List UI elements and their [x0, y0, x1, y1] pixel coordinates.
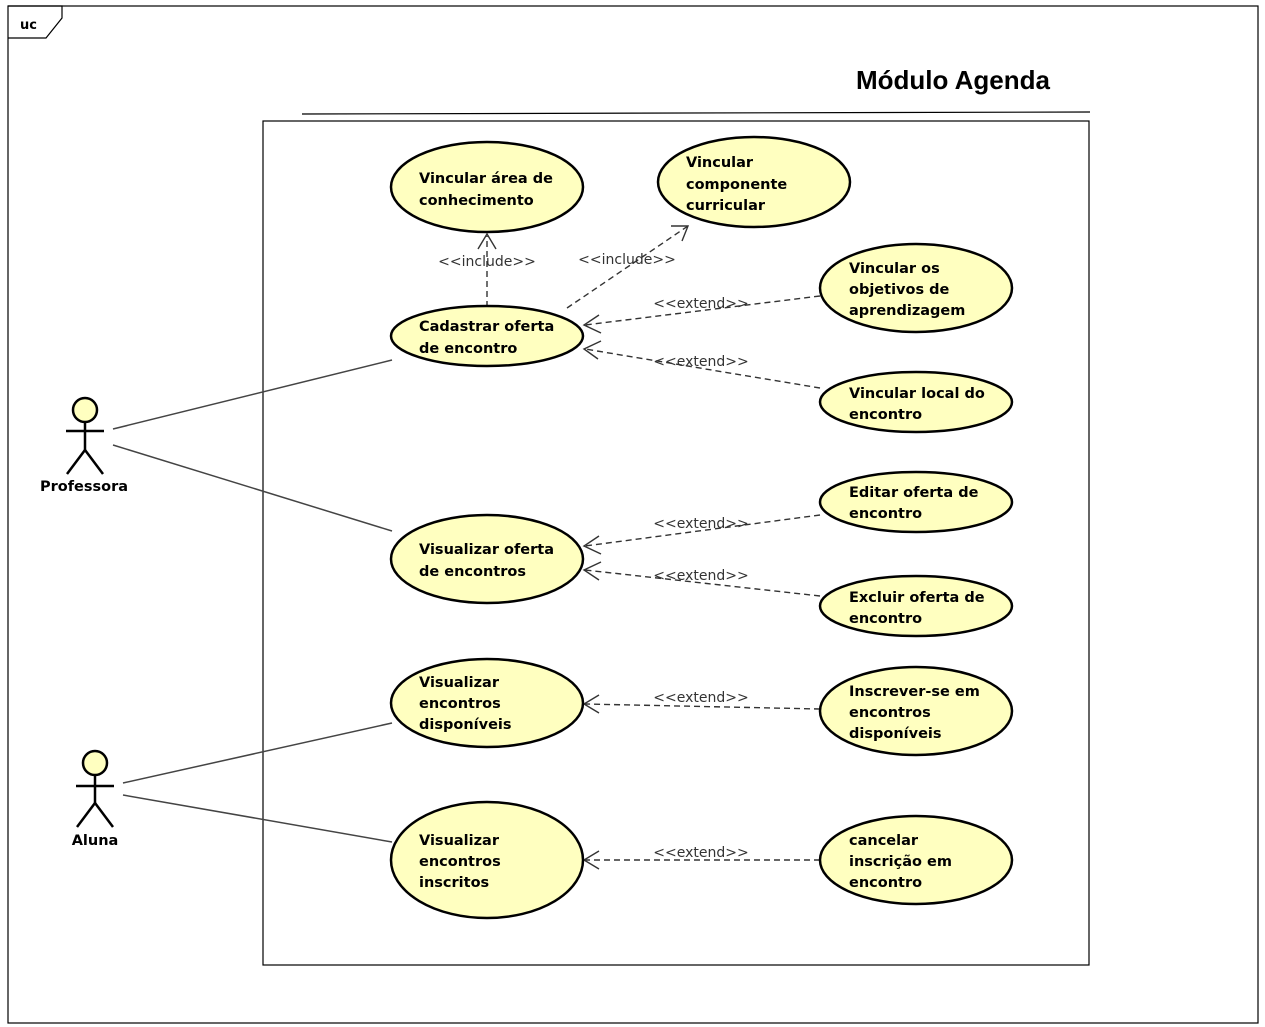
use-case-label-line: encontro [849, 407, 922, 423]
use-case-vincular-objetivos: Vincular os objetivos de aprendizagem [818, 242, 1014, 334]
system-title: Módulo Agenda [856, 65, 1051, 95]
use-case-label-line: de encontro [419, 341, 517, 357]
extend-editar-arrowhead [582, 535, 602, 555]
use-case-vincular-area-shape [389, 140, 585, 234]
use-case-vincular-area: Vincular área de conhecimento [389, 140, 585, 234]
use-case-excluir-oferta: Excluir oferta de encontro [818, 574, 1014, 638]
use-case-label-line: disponíveis [419, 717, 512, 733]
frame-tag-box [8, 5, 63, 39]
use-case-cancelar-inscricao-shape [818, 814, 1014, 906]
actor-aluna: Aluna [72, 749, 119, 849]
actor-professora-legs [66, 447, 104, 475]
use-case-editar-oferta-shape [818, 470, 1014, 534]
use-case-label-line: Vincular [686, 155, 754, 171]
use-case-label-line: encontro [849, 506, 922, 522]
actor-professora: Professora [40, 396, 128, 495]
use-case-cadastrar-oferta: Cadastrar oferta de encontro [389, 304, 585, 368]
actor-professora-name: Professora [40, 479, 128, 495]
use-case-label-line: Vincular área de [419, 171, 553, 187]
actor-aluna-legs [76, 800, 114, 828]
assoc-professora-cadastrar [112, 359, 393, 430]
use-case-visualizar-oferta-shape [389, 513, 585, 605]
use-case-vincular-local: Vincular local do encontro [818, 370, 1014, 434]
use-case-label-line: objetivos de [849, 282, 950, 298]
use-case-inscrever-se: Inscrever-se em encontros disponíveis [818, 665, 1014, 757]
extend-excluir-label: <<extend>> [653, 568, 748, 584]
use-case-editar-oferta: Editar oferta de encontro [818, 470, 1014, 534]
extend-inscrever-line [584, 703, 821, 710]
extend-cancelar-label: <<extend>> [653, 845, 748, 861]
include-componente-label: <<include>> [578, 252, 676, 268]
use-case-label-line: conhecimento [419, 193, 534, 209]
system-boundary [262, 120, 1090, 966]
include-area-arrowhead [477, 232, 497, 250]
actor-aluna-name: Aluna [72, 833, 119, 849]
use-case-vincular-local-shape [818, 370, 1014, 434]
use-case-label-line: encontros [419, 854, 501, 870]
use-case-visualizar-disponiveis-shape [389, 657, 585, 749]
title-underline [301, 111, 1091, 115]
use-case-vincular-objetivos-shape [818, 242, 1014, 334]
include-componente-arrowhead [671, 225, 690, 242]
use-case-label-line: encontros [849, 705, 931, 721]
extend-inscrever-label: <<extend>> [653, 690, 748, 706]
use-case-label-line: de encontros [419, 564, 526, 580]
assoc-aluna-disponiveis [122, 722, 393, 784]
actor-aluna-head [81, 749, 109, 777]
use-case-label-line: Excluir oferta de [849, 590, 985, 606]
use-case-visualizar-oferta: Visualizar oferta de encontros [389, 513, 585, 605]
use-case-label-line: inscritos [419, 875, 489, 891]
include-componente-line [566, 225, 689, 309]
actor-professora-head [71, 396, 99, 424]
use-case-vincular-componente: Vincular componente curricular [656, 135, 852, 229]
use-case-label-line: Visualizar [419, 833, 500, 849]
use-case-label-line: Inscrever-se em [849, 684, 980, 700]
use-case-label-line: inscrição em [849, 854, 952, 870]
extend-editar-label: <<extend>> [653, 516, 748, 532]
extend-objetivos-label: <<extend>> [653, 296, 748, 312]
use-case-label-line: componente [686, 177, 787, 193]
use-case-vincular-componente-shape [656, 135, 852, 229]
use-case-cadastrar-oferta-shape [389, 304, 585, 368]
use-case-label-line: Visualizar [419, 675, 500, 691]
use-case-label-line: cancelar [849, 833, 919, 849]
use-case-label-line: curricular [686, 198, 766, 214]
use-case-cancelar-inscricao: cancelar inscrição em encontro [818, 814, 1014, 906]
use-case-label-line: Visualizar oferta [419, 542, 554, 558]
use-case-label-line: disponíveis [849, 726, 942, 742]
use-case-visualizar-inscritos-shape [389, 800, 585, 920]
use-case-label-line: Vincular os [849, 261, 940, 277]
use-case-visualizar-inscritos: Visualizar encontros inscritos [389, 800, 585, 920]
assoc-aluna-inscritos [122, 794, 393, 843]
use-case-label-line: Cadastrar oferta [419, 319, 554, 335]
use-case-inscrever-se-shape [818, 665, 1014, 757]
frame-tag: uc [20, 18, 37, 33]
extend-local-arrowhead [582, 340, 602, 360]
diagram-frame [7, 5, 1259, 1024]
use-case-label-line: encontro [849, 875, 922, 891]
use-case-label-line: encontros [419, 696, 501, 712]
use-case-visualizar-disponiveis: Visualizar encontros disponíveis [389, 657, 585, 749]
use-case-label-line: Vincular local do [849, 386, 985, 402]
use-case-excluir-oferta-shape [818, 574, 1014, 638]
extend-objetivos-arrowhead [582, 314, 602, 334]
use-case-label-line: encontro [849, 611, 922, 627]
assoc-professora-visualizar-oferta [112, 444, 393, 532]
extend-local-label: <<extend>> [653, 354, 748, 370]
extend-excluir-arrowhead [582, 561, 602, 581]
use-case-label-line: aprendizagem [849, 303, 965, 319]
use-case-label-line: Editar oferta de [849, 485, 979, 501]
include-area-label: <<include>> [438, 254, 536, 270]
